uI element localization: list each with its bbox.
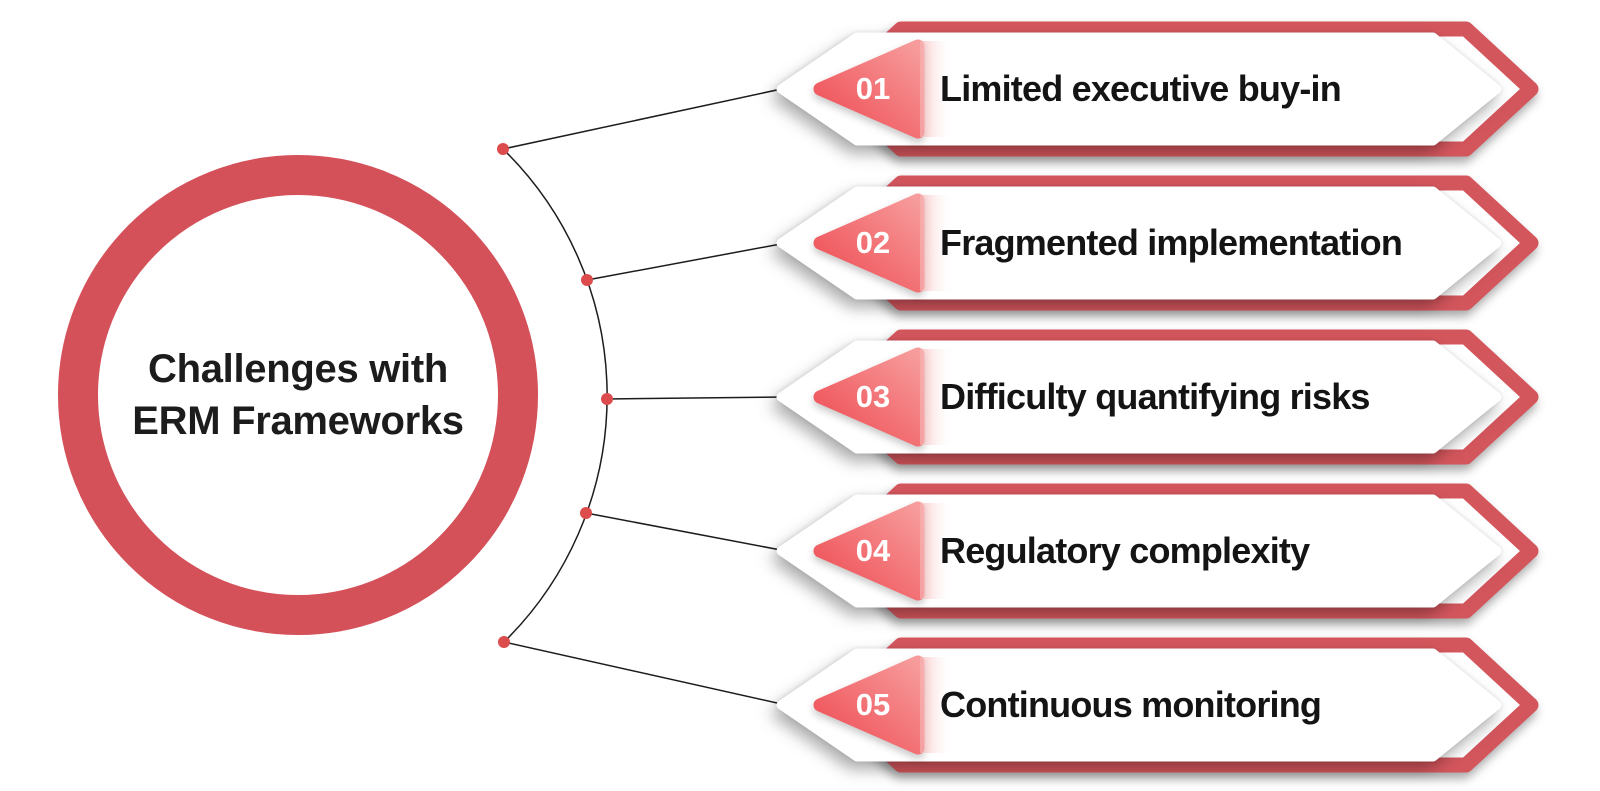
page-title: Challenges with ERM Frameworks <box>48 343 548 447</box>
badge-fade <box>920 503 954 599</box>
badge-fade <box>920 657 954 753</box>
connector-dot <box>498 636 510 648</box>
connector-line <box>586 242 787 281</box>
banner-03 <box>776 329 1539 465</box>
banner-number: 01 <box>855 71 891 106</box>
badge-arrow <box>813 501 925 601</box>
badge-arrow <box>813 193 925 293</box>
banner-02 <box>776 175 1539 311</box>
topic-circle-ring <box>58 155 538 635</box>
connector-dot <box>497 143 509 155</box>
connector-line <box>503 641 787 706</box>
badge-fade <box>920 349 954 445</box>
connector-line <box>606 396 787 400</box>
banner-number: 02 <box>855 225 891 260</box>
banner-number: 05 <box>855 687 891 722</box>
banner-label: Continuous monitoring <box>940 684 1322 725</box>
banner-label: Limited executive buy-in <box>940 68 1342 109</box>
banner-number: 04 <box>855 533 891 568</box>
connector-line <box>585 512 787 552</box>
banner-label: Difficulty quantifying risks <box>940 376 1370 417</box>
diagram-title-line1: Challenges with <box>148 347 448 391</box>
banner-body <box>776 186 1502 300</box>
badge-fade <box>920 41 954 137</box>
diagram-title-line2: ERM Frameworks <box>132 399 464 443</box>
connector-dot <box>581 274 593 286</box>
banner-number: 03 <box>855 379 891 414</box>
banner-label: Regulatory complexity <box>940 530 1310 571</box>
connector-dot <box>601 393 613 405</box>
banner-04 <box>776 483 1539 619</box>
banner-05 <box>776 637 1539 773</box>
banner-01 <box>776 21 1539 157</box>
banner-label: Fragmented implementation <box>940 222 1403 263</box>
badge-arrow <box>813 39 925 139</box>
banner-body <box>776 648 1502 762</box>
connector-dot <box>580 507 592 519</box>
badge-fade <box>920 195 954 291</box>
badge-arrow <box>813 347 925 447</box>
banner-body <box>776 32 1502 146</box>
banner-body <box>776 340 1502 454</box>
connector-line <box>502 87 787 150</box>
badge-arrow <box>813 655 925 755</box>
banner-body <box>776 494 1502 608</box>
